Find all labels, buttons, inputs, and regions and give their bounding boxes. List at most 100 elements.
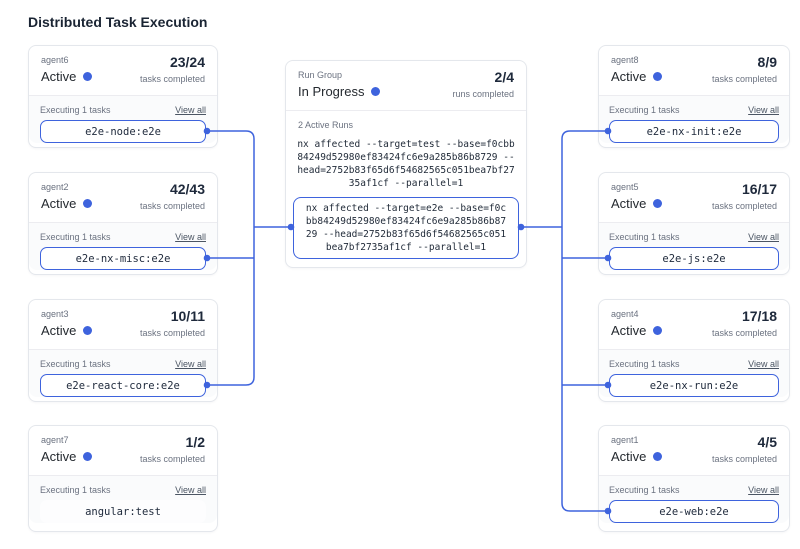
agent-card-header: agent8 Active 8/9 tasks completed <box>599 46 789 96</box>
view-all-link[interactable]: View all <box>175 484 206 495</box>
status-dot-icon <box>83 326 93 335</box>
tasks-count: 4/5 <box>757 434 777 450</box>
agent-card-footer: Executing 1 tasks View all e2e-node:e2e <box>29 96 217 143</box>
agent-card-agent7: agent7 Active 1/2 tasks completed Execut… <box>28 425 218 532</box>
runs-count: 2/4 <box>494 69 514 85</box>
tasks-count: 8/9 <box>757 54 777 70</box>
executing-label: Executing 1 tasks <box>609 104 680 115</box>
view-all-link[interactable]: View all <box>175 231 206 242</box>
run-command-e2e-box[interactable]: nx affected --target=e2e --base=f0cbb842… <box>293 197 519 259</box>
status-dot-icon <box>653 72 663 81</box>
agent-card-footer: Executing 1 tasks View all e2e-web:e2e <box>599 476 789 523</box>
task-pill[interactable]: angular:test <box>40 500 206 523</box>
run-group-label: Run Group <box>298 70 343 80</box>
agent-status: Active <box>41 323 77 338</box>
executing-label: Executing 1 tasks <box>609 484 680 495</box>
agent-card-header: agent3 Active 10/11 tasks completed <box>29 300 217 350</box>
status-dot-icon <box>653 452 663 461</box>
agent-card-agent6: agent6 Active 23/24 tasks completed Exec… <box>28 45 218 148</box>
agent-name: agent6 <box>41 55 69 65</box>
run-group-card: Run Group In Progress 2/4 runs completed… <box>285 60 527 268</box>
status-dot-icon <box>83 452 93 461</box>
executing-label: Executing 1 tasks <box>40 104 111 115</box>
tasks-completed-label: tasks completed <box>139 74 205 84</box>
agent-name: agent5 <box>611 182 639 192</box>
tasks-completed-label: tasks completed <box>711 74 777 84</box>
agent-card-footer: Executing 1 tasks View all e2e-nx-misc:e2… <box>29 223 217 270</box>
task-pill[interactable]: e2e-react-core:e2e <box>40 374 206 397</box>
tasks-completed-label: tasks completed <box>711 454 777 464</box>
agent-card-footer: Executing 1 tasks View all e2e-nx-run:e2e <box>599 350 789 397</box>
task-pill[interactable]: e2e-nx-misc:e2e <box>40 247 206 270</box>
status-dot-icon <box>83 199 93 208</box>
tasks-completed-label: tasks completed <box>139 328 205 338</box>
active-runs-label: 2 Active Runs <box>298 120 354 130</box>
agent-card-agent2: agent2 Active 42/43 tasks completed Exec… <box>28 172 218 275</box>
view-all-link[interactable]: View all <box>175 358 206 369</box>
agent-status: Active <box>41 196 77 211</box>
agent-name: agent3 <box>41 309 69 319</box>
agent-card-footer: Executing 1 tasks View all angular:test <box>29 476 217 523</box>
executing-label: Executing 1 tasks <box>40 358 111 369</box>
agent-card-footer: Executing 1 tasks View all e2e-react-core… <box>29 350 217 397</box>
tasks-completed-label: tasks completed <box>711 328 777 338</box>
agent-card-agent4: agent4 Active 17/18 tasks completed Exec… <box>598 299 790 402</box>
agent-card-header: agent6 Active 23/24 tasks completed <box>29 46 217 96</box>
tasks-count: 1/2 <box>185 434 205 450</box>
agent-name: agent4 <box>611 309 639 319</box>
task-pill[interactable]: e2e-web:e2e <box>609 500 779 523</box>
task-pill[interactable]: e2e-js:e2e <box>609 247 779 270</box>
executing-label: Executing 1 tasks <box>609 231 680 242</box>
agent-card-agent1: agent1 Active 4/5 tasks completed Execut… <box>598 425 790 532</box>
agent-card-footer: Executing 1 tasks View all e2e-nx-init:e2… <box>599 96 789 143</box>
agent-card-footer: Executing 1 tasks View all e2e-js:e2e <box>599 223 789 270</box>
agent-card-header: agent4 Active 17/18 tasks completed <box>599 300 789 350</box>
executing-label: Executing 1 tasks <box>40 231 111 242</box>
status-dot-icon <box>83 72 93 81</box>
task-pill[interactable]: e2e-node:e2e <box>40 120 206 143</box>
agent-status: Active <box>41 449 77 464</box>
view-all-link[interactable]: View all <box>748 484 779 495</box>
status-dot-icon <box>653 326 663 335</box>
agent-name: agent7 <box>41 435 69 445</box>
agent-card-agent5: agent5 Active 16/17 tasks completed Exec… <box>598 172 790 275</box>
page-title: Distributed Task Execution <box>28 14 208 30</box>
view-all-link[interactable]: View all <box>748 104 779 115</box>
run-command-e2e: nx affected --target=e2e --base=f0cbb842… <box>305 203 507 253</box>
agent-status: Active <box>611 323 647 338</box>
executing-label: Executing 1 tasks <box>609 358 680 369</box>
agent-card-header: agent1 Active 4/5 tasks completed <box>599 426 789 476</box>
runs-completed-label: runs completed <box>452 89 514 99</box>
status-dot-icon <box>371 87 381 96</box>
task-pill[interactable]: e2e-nx-init:e2e <box>609 120 779 143</box>
tasks-count: 42/43 <box>169 181 205 197</box>
tasks-count: 16/17 <box>741 181 777 197</box>
agent-card-agent3: agent3 Active 10/11 tasks completed Exec… <box>28 299 218 402</box>
executing-label: Executing 1 tasks <box>40 484 111 495</box>
status-dot-icon <box>653 199 663 208</box>
tasks-completed-label: tasks completed <box>139 454 205 464</box>
agent-name: agent8 <box>611 55 639 65</box>
agent-card-header: agent7 Active 1/2 tasks completed <box>29 426 217 476</box>
agent-status: Active <box>611 69 647 84</box>
agent-status: Active <box>611 449 647 464</box>
tasks-count: 10/11 <box>170 308 205 324</box>
agent-status: Active <box>41 69 77 84</box>
agent-card-header: agent5 Active 16/17 tasks completed <box>599 173 789 223</box>
agent-card-header: agent2 Active 42/43 tasks completed <box>29 173 217 223</box>
tasks-count: 17/18 <box>741 308 777 324</box>
view-all-link[interactable]: View all <box>748 231 779 242</box>
agent-status: Active <box>611 196 647 211</box>
view-all-link[interactable]: View all <box>748 358 779 369</box>
run-group-status: In Progress <box>298 84 365 99</box>
tasks-count: 23/24 <box>169 54 205 70</box>
run-group-body: 2 Active Runs nx affected --target=test … <box>286 111 526 259</box>
agent-name: agent1 <box>611 435 639 445</box>
run-command-test[interactable]: nx affected --target=test --base=f0cbb84… <box>297 139 515 189</box>
agent-name: agent2 <box>41 182 69 192</box>
view-all-link[interactable]: View all <box>175 104 206 115</box>
run-group-header: Run Group In Progress 2/4 runs completed <box>286 61 526 111</box>
tasks-completed-label: tasks completed <box>711 201 777 211</box>
task-pill[interactable]: e2e-nx-run:e2e <box>609 374 779 397</box>
tasks-completed-label: tasks completed <box>139 201 205 211</box>
